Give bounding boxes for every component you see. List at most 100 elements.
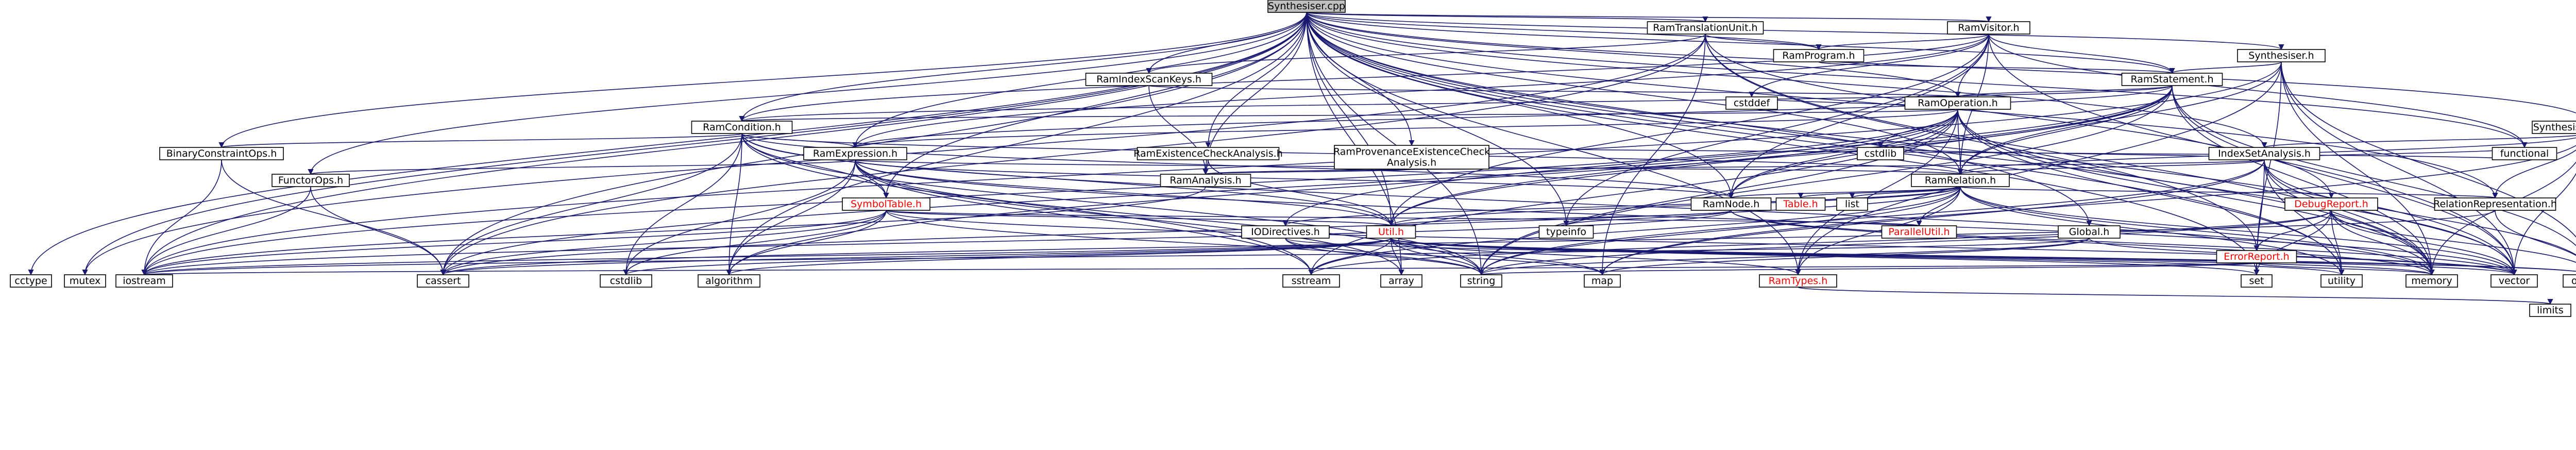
node-typeinfo[interactable]: typeinfo bbox=[1538, 225, 1594, 239]
node-cassert[interactable]: cassert bbox=[417, 274, 469, 288]
node-iod[interactable]: IODirectives.h bbox=[1241, 225, 1330, 239]
node-label: Analysis.h bbox=[1387, 157, 1436, 169]
node-rnode[interactable]: RamNode.h bbox=[1690, 197, 1772, 211]
node-mutex[interactable]: mutex bbox=[64, 274, 106, 288]
node-algorithm[interactable]: algorithm bbox=[698, 274, 760, 288]
edge-root-to-cctype bbox=[28, 12, 1307, 276]
edge-bco-to-cassert bbox=[221, 159, 446, 276]
node-box bbox=[1759, 274, 1837, 288]
node-srel[interactable]: SynthesiserRelation.h bbox=[2532, 121, 2576, 134]
edge-root-to-string bbox=[1306, 12, 1484, 276]
node-box bbox=[2121, 73, 2223, 86]
node-label: cstdlib bbox=[1865, 148, 1896, 159]
node-box bbox=[2208, 147, 2320, 160]
node-box bbox=[1241, 225, 1330, 239]
node-label: RamNode.h bbox=[1703, 198, 1760, 210]
node-string[interactable]: string bbox=[1460, 274, 1502, 288]
edge-dbg-to-err bbox=[2253, 210, 2332, 252]
node-array[interactable]: array bbox=[1380, 274, 1422, 288]
node-box bbox=[1690, 197, 1772, 211]
node-iostream[interactable]: iostream bbox=[115, 274, 173, 288]
node-ranal[interactable]: RamAnalysis.h bbox=[1160, 174, 1251, 187]
edge-root-to-rtypes bbox=[1306, 12, 1801, 276]
edge-rnode-to-iostream bbox=[141, 210, 1732, 276]
edge-root-to-rprog bbox=[1306, 12, 1822, 51]
node-paral[interactable]: ParallelUtil.h bbox=[1881, 225, 1957, 239]
node-label: SynthesiserRelation.h bbox=[2533, 122, 2576, 133]
node-label: RamExistenceCheckAnalysis.h bbox=[1133, 148, 1283, 159]
node-cstdlib[interactable]: cstdlib bbox=[1857, 147, 1904, 160]
node-rv[interactable]: RamVisitor.h bbox=[1947, 21, 2030, 35]
edge-rexpr-to-cstdlibh bbox=[623, 159, 856, 276]
edge-rexpr-to-string bbox=[855, 159, 1484, 276]
node-cctype[interactable]: cctype bbox=[10, 274, 52, 288]
node-label: Synthesiser.cpp bbox=[1268, 1, 1345, 12]
edge-root-to-rece bbox=[1205, 12, 1307, 148]
node-limits[interactable]: limits bbox=[2529, 304, 2571, 317]
edge-rstmt-to-rrel bbox=[1957, 85, 2173, 175]
node-box bbox=[1380, 274, 1422, 288]
node-functional[interactable]: functional bbox=[2492, 147, 2557, 160]
node-cstddef[interactable]: cstddef bbox=[1725, 96, 1778, 110]
node-box bbox=[1947, 21, 2030, 35]
node-box bbox=[1160, 174, 1251, 187]
edge-err-to-string bbox=[1479, 262, 2257, 276]
node-sstream[interactable]: sstream bbox=[1282, 274, 1340, 288]
node-box bbox=[842, 197, 930, 211]
edge-st-to-algorithm bbox=[726, 210, 887, 276]
edge-dbg-to-utility bbox=[2331, 210, 2345, 276]
node-box bbox=[272, 174, 350, 187]
edge-st-to-paral bbox=[886, 210, 1922, 227]
node-memory[interactable]: memory bbox=[2405, 274, 2458, 288]
node-box bbox=[2284, 197, 2378, 211]
node-box bbox=[1538, 225, 1594, 239]
node-rcond[interactable]: RamCondition.h bbox=[691, 121, 793, 134]
node-list[interactable]: list bbox=[1836, 197, 1868, 211]
node-rrel[interactable]: RamRelation.h bbox=[1911, 174, 2010, 187]
node-dbg[interactable]: DebugReport.h bbox=[2284, 197, 2378, 211]
node-map[interactable]: map bbox=[1584, 274, 1621, 288]
node-fops[interactable]: FunctorOps.h bbox=[272, 174, 350, 187]
node-cstdlibh[interactable]: cstdlib bbox=[600, 274, 652, 288]
node-box bbox=[1267, 0, 1346, 13]
node-label: RamExpression.h bbox=[813, 148, 897, 159]
node-isa[interactable]: IndexSetAnalysis.h bbox=[2208, 147, 2320, 160]
node-ridx[interactable]: RamIndexScanKeys.h bbox=[1085, 73, 1213, 86]
node-rece[interactable]: RamExistenceCheckAnalysis.h bbox=[1133, 147, 1283, 160]
edge-st-to-util bbox=[886, 210, 1394, 227]
node-rstmt[interactable]: RamStatement.h bbox=[2121, 73, 2223, 86]
node-relrep[interactable]: RelationRepresentation.h bbox=[2433, 197, 2557, 211]
node-vector[interactable]: vector bbox=[2490, 274, 2538, 288]
node-util[interactable]: Util.h bbox=[1366, 225, 1416, 239]
edge-root-to-iostream bbox=[141, 12, 1307, 276]
node-rop[interactable]: RamOperation.h bbox=[1904, 96, 2011, 110]
node-bco[interactable]: BinaryConstraintOps.h bbox=[159, 147, 284, 160]
node-rprog[interactable]: RamProgram.h bbox=[1773, 49, 1865, 62]
node-label: memory bbox=[2411, 275, 2452, 287]
node-glob[interactable]: Global.h bbox=[2058, 225, 2121, 239]
edge-root-to-set bbox=[1306, 12, 2260, 276]
node-st[interactable]: SymbolTable.h bbox=[842, 197, 930, 211]
node-rexpr[interactable]: RamExpression.h bbox=[803, 147, 907, 160]
edge-root-to-rstmt bbox=[1306, 12, 2175, 74]
edge-util-to-cassert bbox=[440, 238, 1392, 276]
edge-synth-to-ostream bbox=[2281, 61, 2576, 238]
node-box bbox=[2532, 121, 2576, 134]
edge-dbg-to-memory bbox=[2331, 210, 2435, 276]
node-rtypes[interactable]: RamTypes.h bbox=[1759, 274, 1837, 288]
node-tableh[interactable]: Table.h bbox=[1775, 197, 1826, 211]
node-label: RamTranslationUnit.h bbox=[1653, 22, 1757, 34]
node-box bbox=[1460, 274, 1502, 288]
node-utility[interactable]: utility bbox=[2320, 274, 2363, 288]
node-err[interactable]: ErrorReport.h bbox=[2216, 250, 2297, 263]
node-box bbox=[2058, 225, 2121, 239]
node-set[interactable]: set bbox=[2241, 274, 2273, 288]
node-rti[interactable]: RamTranslationUnit.h bbox=[1647, 21, 1764, 35]
node-label: iostream bbox=[123, 275, 166, 287]
node-synth[interactable]: Synthesiser.h bbox=[2237, 49, 2326, 62]
edge-root-to-rexpr bbox=[852, 12, 1307, 148]
edge-fops-to-cassert bbox=[310, 186, 446, 276]
node-ostream[interactable]: ostream bbox=[2563, 274, 2576, 288]
